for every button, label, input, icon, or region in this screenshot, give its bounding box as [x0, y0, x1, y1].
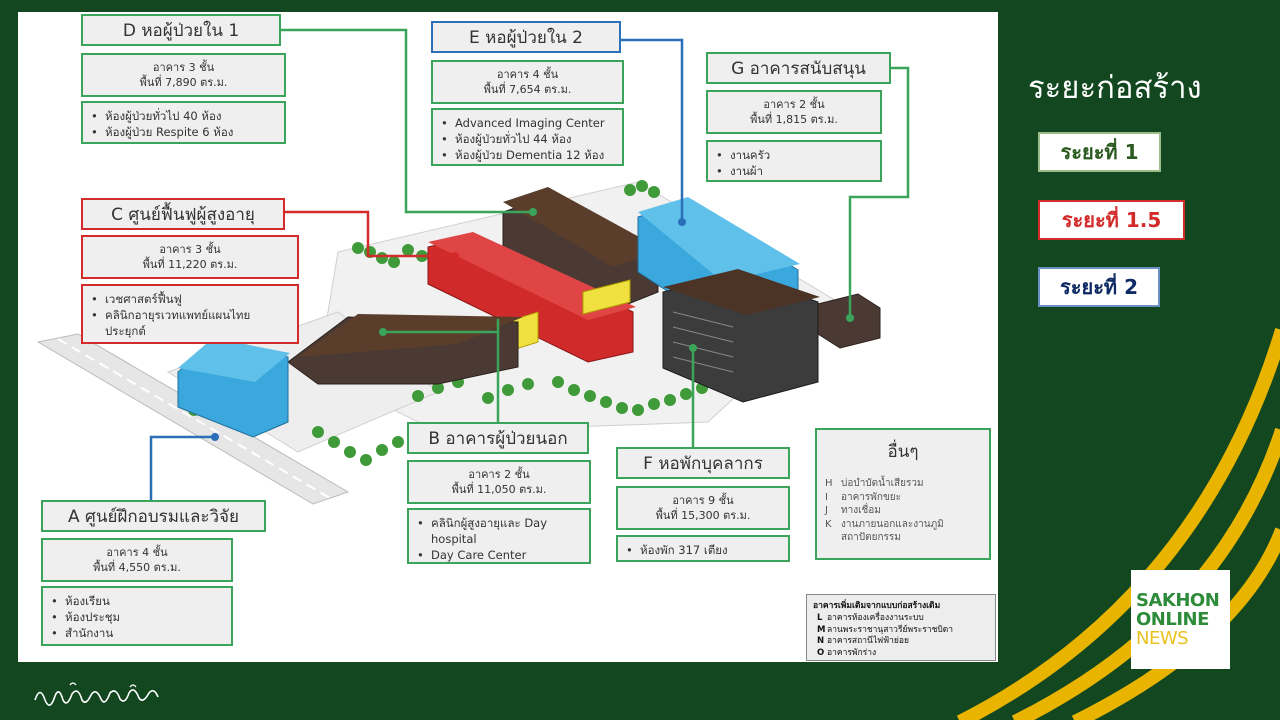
other-item: I อาคารพักขยะ — [825, 491, 989, 505]
other-item-label: งานภายนอกและงานภูมิสถาปัตยกรรม — [841, 518, 944, 544]
logo-line-1: SAKHON — [1136, 590, 1220, 611]
building-e-item: ห้องผู้ป่วย Dementia 12 ห้อง — [441, 147, 616, 163]
other-items-box: อื่นๆ H บ่อบำบัดน้ำเสียรวม I อาคารพักขยะ J… — [815, 428, 991, 560]
building-e-list: Advanced Imaging Center ห้องผู้ป่วยทั่วไ… — [431, 108, 624, 166]
phase-2-label: ระยะที่ 2 — [1038, 267, 1160, 307]
additional-building-code: L — [817, 613, 823, 623]
building-b-list: คลินิกผู้สูงอายุและ Day hospital Day Car… — [407, 508, 591, 564]
building-f-area: พื้นที่ 15,300 ตร.ม. — [655, 509, 751, 522]
additional-building-label: ลานพระราชานุสาวรีย์พระราชบิดา — [827, 624, 954, 635]
building-a-item: ห้องเรียน — [51, 593, 225, 609]
other-item: J ทางเชื่อม — [825, 504, 989, 518]
building-d-list: ห้องผู้ป่วยทั่วไป 40 ห้อง ห้องผู้ป่วย Re… — [81, 101, 286, 144]
site-plan-panel: D หอผู้ป่วยใน 1 อาคาร 3 ชั้น พื้นที่ 7,8… — [18, 12, 998, 662]
additional-buildings-box: อาคารเพิ่มเติมจากแบบก่อสร้างเดิม L อาคารห… — [806, 594, 996, 661]
other-item-label: อาคารพักขยะ — [841, 491, 902, 503]
site-plan-illustration — [36, 28, 910, 505]
additional-building-code: M — [817, 624, 826, 635]
building-e-floors: อาคาร 4 ชั้น — [496, 68, 559, 81]
building-b-floors: อาคาร 2 ชั้น — [468, 468, 530, 481]
building-a-spec: อาคาร 4 ชั้น พื้นที่ 4,550 ตร.ม. — [41, 538, 233, 582]
building-c-list: เวชศาสตร์ฟื้นฟู คลินิกอายุรเวทแพทย์แผนไท… — [81, 284, 299, 344]
building-d-item: ห้องผู้ป่วยทั่วไป 40 ห้อง — [91, 108, 278, 124]
building-g-floors: อาคาร 2 ชั้น — [763, 98, 825, 111]
additional-building-code: O — [817, 647, 825, 658]
additional-building-code: N — [817, 636, 825, 646]
building-d-title: D หอผู้ป่วยใน 1 — [81, 14, 281, 46]
building-f-spec: อาคาร 9 ชั้น พื้นที่ 15,300 ตร.ม. — [616, 486, 790, 530]
building-c-title: C ศูนย์ฟื้นฟูผู้สูงอายุ — [81, 198, 285, 230]
phase-1-5-label: ระยะที่ 1.5 — [1038, 200, 1185, 240]
building-b-item: คลินิกผู้สูงอายุและ Day hospital — [417, 515, 583, 547]
building-e-spec: อาคาร 4 ชั้น พื้นที่ 7,654 ตร.ม. — [431, 60, 624, 104]
logo-line-3: NEWS — [1136, 628, 1189, 649]
building-f-title: F หอพักบุคลากร — [616, 447, 790, 479]
building-c-floors: อาคาร 3 ชั้น — [159, 243, 221, 256]
building-f-item: ห้องพัก 317 เตียง — [626, 542, 782, 558]
building-d-floors: อาคาร 3 ชั้น — [152, 61, 215, 74]
building-d-item: ห้องผู้ป่วย Respite 6 ห้อง — [91, 124, 278, 140]
other-title: อื่นๆ — [887, 442, 919, 462]
additional-building-label: อาคารพักร่าง — [827, 647, 877, 658]
additional-buildings-title: อาคารเพิ่มเติมจากแบบก่อสร้างเดิม — [813, 601, 941, 611]
building-c-area: พื้นที่ 11,220 ตร.ม. — [142, 258, 238, 271]
building-c-spec: อาคาร 3 ชั้น พื้นที่ 11,220 ตร.ม. — [81, 235, 299, 279]
other-item-code: H — [825, 478, 833, 489]
building-f-list: ห้องพัก 317 เตียง — [616, 535, 790, 562]
building-b-item: Day Care Center — [417, 547, 583, 563]
other-item: H บ่อบำบัดน้ำเสียรวม — [825, 477, 989, 491]
building-a-item: ห้องประชุม — [51, 609, 225, 625]
building-g-area: พื้นที่ 1,815 ตร.ม. — [750, 113, 838, 126]
building-b-area: พื้นที่ 11,050 ตร.ม. — [451, 483, 547, 496]
building-e-area: พื้นที่ 7,654 ตร.ม. — [483, 83, 572, 96]
other-list: H บ่อบำบัดน้ำเสียรวม I อาคารพักขยะ J ทางเชื… — [825, 477, 989, 545]
building-a-area: พื้นที่ 4,550 ตร.ม. — [93, 561, 181, 574]
other-item-code: K — [825, 518, 832, 530]
building-a-title: A ศูนย์ฝึกอบรมและวิจัย — [41, 500, 266, 532]
building-d-area: พื้นที่ 7,890 ตร.ม. — [139, 76, 228, 89]
other-item-code: J — [825, 505, 828, 516]
building-a-item: สำนักงาน — [51, 625, 225, 641]
building-g-item: งานผ้า — [716, 163, 874, 179]
building-f-floors: อาคาร 9 ชั้น — [672, 494, 734, 507]
other-item-label: บ่อบำบัดน้ำเสียรวม — [841, 478, 924, 489]
building-c-item: คลินิกอายุรเวทแพทย์แผนไทยประยุกต์ — [91, 307, 291, 339]
building-a-floors: อาคาร 4 ชั้น — [106, 546, 168, 559]
logo-line-2: ONLINE — [1136, 609, 1209, 630]
construction-phase-heading: ระยะก่อสร้าง — [1028, 70, 1202, 106]
other-item-label: ทางเชื่อม — [841, 505, 881, 516]
building-b-title: B อาคารผู้ป่วยนอก — [407, 422, 589, 454]
building-d-spec: อาคาร 3 ชั้น พื้นที่ 7,890 ตร.ม. — [81, 53, 286, 97]
other-item: K งานภายนอกและงานภูมิสถาปัตยกรรม — [825, 518, 989, 545]
signature-icon — [34, 682, 159, 706]
phase-1-label: ระยะที่ 1 — [1038, 132, 1161, 172]
building-e-item: Advanced Imaging Center — [441, 115, 616, 131]
building-g-item: งานครัว — [716, 147, 874, 163]
building-g-title: G อาคารสนับสนุน — [706, 52, 891, 84]
building-b-spec: อาคาร 2 ชั้น พื้นที่ 11,050 ตร.ม. — [407, 460, 591, 504]
additional-building-label: อาคารสถานีไฟฟ้าย่อย — [827, 636, 909, 646]
building-g-list: งานครัว งานผ้า — [706, 140, 882, 182]
building-e-title: E หอผู้ป่วยใน 2 — [431, 21, 621, 53]
building-a-list: ห้องเรียน ห้องประชุม สำนักงาน — [41, 586, 233, 646]
building-e-item: ห้องผู้ป่วยทั่วไป 44 ห้อง — [441, 131, 616, 147]
sakhon-online-news-logo: SAKHON ONLINE NEWS — [1131, 570, 1230, 669]
building-c-item: เวชศาสตร์ฟื้นฟู — [91, 291, 291, 307]
additional-building-label: อาคารห้องเครื่องงานระบบ — [827, 613, 924, 623]
other-item-code: I — [825, 491, 828, 503]
additional-building-item: L อาคารห้องเครื่องงานระบบ — [813, 613, 989, 625]
building-g-spec: อาคาร 2 ชั้น พื้นที่ 1,815 ตร.ม. — [706, 90, 882, 134]
